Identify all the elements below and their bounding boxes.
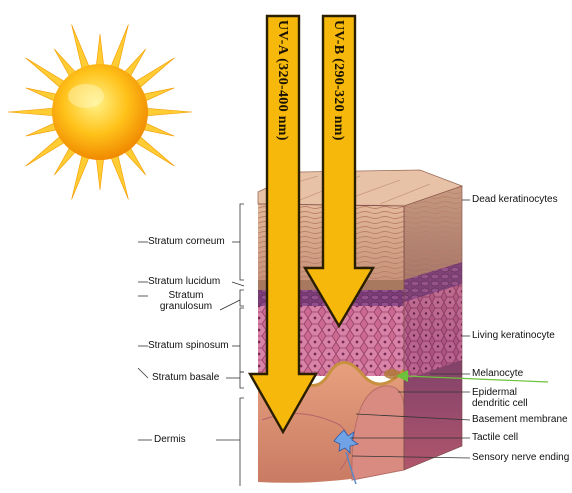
label-living-keratinocyte: Living keratinocyte [472,330,555,341]
label-stratum-granulosum: Stratum granulosum [150,290,222,312]
label-dermis: Dermis [154,434,186,445]
sun-ray [72,25,91,72]
label-stratum-spinosum: Stratum spinosum [148,340,229,351]
label-epidermal-dendritic-line2: dendritic cell [472,398,528,409]
sun-ray [96,156,104,190]
sun-ray [72,153,91,200]
label-stratum-lucidum: Stratum lucidum [148,276,220,287]
sun-ray [144,108,192,116]
label-stratum-granulosum-line2: granulosum [150,301,222,312]
label-epidermal-dendritic-cell: Epidermal dendritic cell [472,387,528,409]
label-stratum-basale: Stratum basale [152,372,219,383]
label-tactile-cell: Tactile cell [472,432,518,443]
label-basement-membrane: Basement membrane [472,414,572,425]
label-stratum-granulosum-line1: Stratum [150,290,222,301]
uvb-label: UV-B (290-320 nm) [330,20,346,141]
label-stratum-corneum: Stratum corneum [148,236,225,247]
sun-icon [8,25,192,200]
label-epidermal-dendritic-line1: Epidermal [472,387,528,398]
sun-ray [110,25,129,72]
label-sensory-nerve-ending: Sensory nerve ending [472,452,572,463]
sun-ray [110,153,129,200]
label-dead-keratinocytes: Dead keratinocytes [472,194,558,205]
sun-ray [8,108,56,116]
label-melanocyte: Melanocyte [472,368,523,379]
uva-label: UV-A (320-400 nm) [274,20,290,141]
sun-ray [96,34,104,68]
